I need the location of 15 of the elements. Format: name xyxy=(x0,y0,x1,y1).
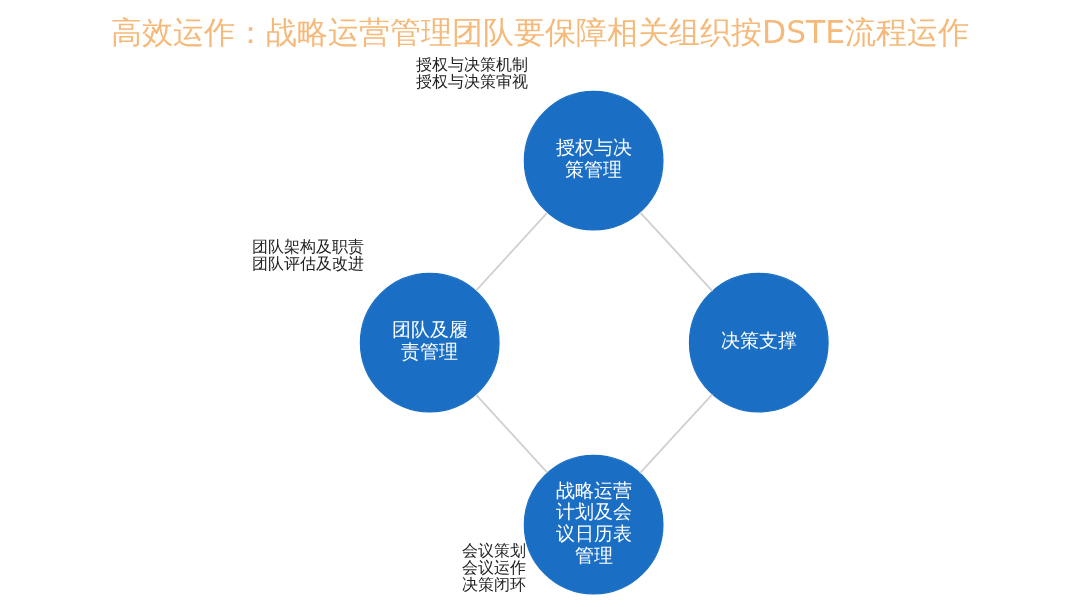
node-label: 会议运作 xyxy=(461,557,526,577)
node-circle: 团队及履责管理 xyxy=(359,272,500,413)
node-label: 授权与决策机制 xyxy=(415,55,528,75)
connector xyxy=(475,211,548,292)
node-circle: 授权与决策管理 xyxy=(523,90,664,231)
diagram-title: 高效运作：战略运营管理团队要保障相关组织按DSTE流程运作 xyxy=(111,13,969,50)
connector xyxy=(639,211,714,292)
node-label: 决策闭环 xyxy=(461,574,526,594)
node-circle: 决策支撑 xyxy=(688,272,829,413)
node-label: 团队架构及职责 xyxy=(251,237,364,257)
node-label: 会议策划 xyxy=(461,540,526,560)
connector xyxy=(475,393,549,474)
connector xyxy=(639,393,714,474)
node-label: 授权与决策审视 xyxy=(415,72,528,92)
node-label: 团队评估及改进 xyxy=(251,254,364,274)
